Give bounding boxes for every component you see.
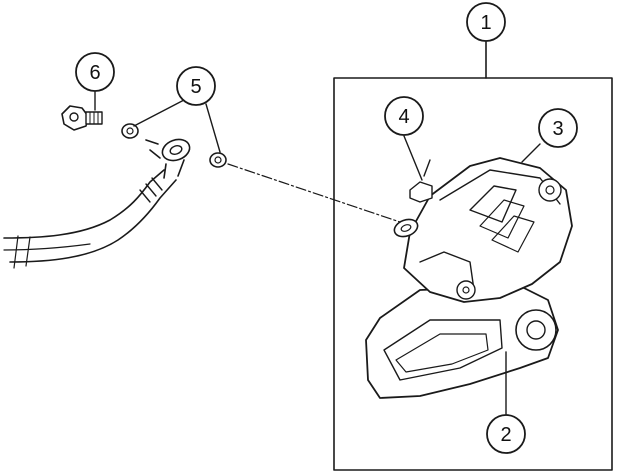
callout-4-label: 4: [398, 106, 409, 128]
callout-3: 3: [538, 108, 578, 148]
sealing-washers: [121, 123, 227, 168]
brake-caliper: [365, 157, 573, 399]
brake-hose: [3, 138, 191, 269]
assembly-frame: [333, 41, 613, 471]
callout-6-label: 6: [89, 62, 100, 84]
callout-4: 4: [384, 96, 424, 136]
callout-3-label: 3: [552, 118, 563, 140]
leader-lines: [94, 91, 541, 415]
callout-1-label: 1: [480, 12, 491, 34]
callout-6: 6: [75, 52, 115, 92]
banjo-bolt: [61, 105, 103, 131]
callout-1: 1: [466, 2, 506, 42]
callout-5-label: 5: [190, 76, 201, 98]
callout-2-label: 2: [500, 424, 511, 446]
callout-2: 2: [486, 414, 526, 454]
assembly-axis-line: [227, 163, 401, 223]
callout-5: 5: [176, 66, 216, 106]
